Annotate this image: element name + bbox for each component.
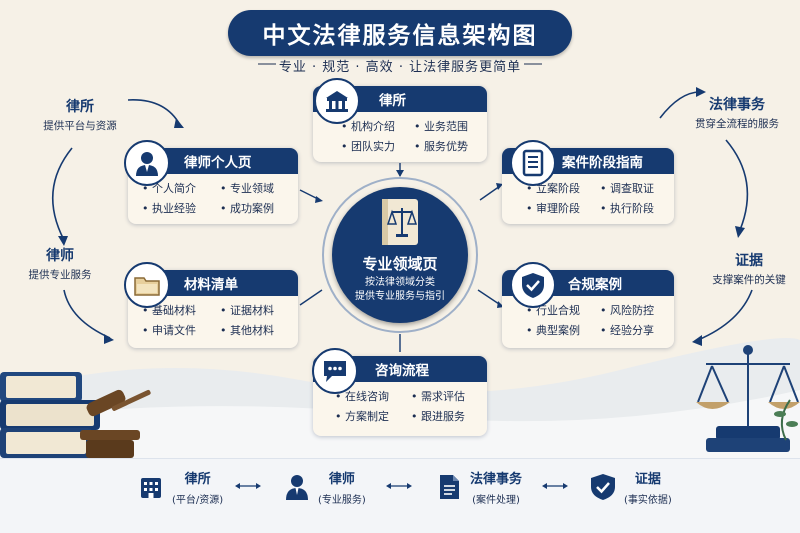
bottom-item-title: 证据 bbox=[634, 472, 661, 487]
card-lawyer-profile[interactable]: 律师个人页 个人简介 专业领域 执业经验 成功案例 bbox=[128, 148, 298, 224]
building-icon bbox=[141, 478, 161, 498]
lawyer-avatar-icon bbox=[124, 140, 170, 186]
list-item: 审理阶段 bbox=[526, 200, 600, 216]
bottom-item-title: 律所 bbox=[184, 472, 211, 487]
list-item: 个人简介 bbox=[142, 180, 220, 196]
document-icon bbox=[440, 475, 459, 499]
side-label-evidence: 证据 支撑案件的关键 bbox=[712, 253, 786, 286]
scales-book-icon bbox=[382, 199, 418, 245]
list-item: 风险防控 bbox=[600, 302, 674, 318]
list-item: 申请文件 bbox=[142, 322, 220, 338]
list-item: 机构介绍 bbox=[341, 118, 414, 134]
bottom-item-subtitle: (事实依据) bbox=[624, 495, 672, 506]
side-label-lawfirm: 律所 提供平台与资源 bbox=[43, 99, 117, 132]
shield-check-icon bbox=[591, 474, 615, 500]
bottom-item-subtitle: (专业服务) bbox=[318, 495, 366, 506]
list-item: 经验分享 bbox=[600, 322, 674, 338]
card-title: 咨询流程 bbox=[375, 363, 429, 379]
list-item: 行业合规 bbox=[526, 302, 600, 318]
chat-bubble-icon bbox=[312, 348, 358, 394]
center-subtitle: 按法律领域分类 提供专业服务与指引 bbox=[355, 277, 445, 302]
card-title: 案件阶段指南 bbox=[562, 155, 643, 171]
card-title: 合规案例 bbox=[568, 277, 622, 293]
list-item: 其他材料 bbox=[220, 322, 298, 338]
list-item: 方案制定 bbox=[335, 408, 411, 424]
bottom-item-lawfirm: 律所 (平台/资源) bbox=[136, 468, 223, 506]
side-label-lawyer: 律师 提供专业服务 bbox=[28, 248, 92, 281]
list-item: 典型案例 bbox=[526, 322, 600, 338]
bottom-item-evidence: 证据 (事实依据) bbox=[588, 468, 672, 506]
double-arrow-icon bbox=[542, 483, 568, 489]
bottom-item-subtitle: (平台/资源) bbox=[172, 495, 224, 506]
list-item: 需求评估 bbox=[411, 388, 487, 404]
list-item: 跟进服务 bbox=[411, 408, 487, 424]
shield-check-icon bbox=[510, 262, 556, 308]
card-title: 材料清单 bbox=[184, 277, 238, 293]
bottom-item-title: 法律事务 bbox=[470, 472, 523, 487]
list-item: 团队实力 bbox=[341, 138, 414, 154]
list-item: 专业领域 bbox=[220, 180, 298, 196]
bottom-item-title: 律师 bbox=[328, 472, 355, 487]
list-item: 基础材料 bbox=[142, 302, 220, 318]
center-title: 专业领域页 bbox=[362, 255, 438, 273]
list-item: 业务范围 bbox=[414, 118, 487, 134]
page-title: 中文法律服务信息架构图 bbox=[228, 10, 572, 56]
card-title: 律师个人页 bbox=[184, 155, 252, 171]
bottom-item-subtitle: (案件处理) bbox=[472, 495, 520, 506]
building-icon bbox=[314, 78, 360, 124]
list-item: 执行阶段 bbox=[600, 200, 674, 216]
list-item: 立案阶段 bbox=[526, 180, 600, 196]
list-item: 证据材料 bbox=[220, 302, 298, 318]
list-item: 执业经验 bbox=[142, 200, 220, 216]
double-arrow-icon bbox=[235, 483, 261, 489]
bottom-item-lawyer: 律师 (专业服务) bbox=[282, 468, 366, 506]
bottom-item-legal-affairs: 法律事务 (案件处理) bbox=[434, 468, 522, 506]
card-title: 律所 bbox=[379, 93, 406, 109]
list-item: 服务优势 bbox=[414, 138, 487, 154]
list-item: 调查取证 bbox=[600, 180, 674, 196]
folder-icon bbox=[124, 262, 170, 308]
double-arrow-icon bbox=[386, 483, 412, 489]
side-label-legal-affairs: 法律事务 贯穿全流程的服务 bbox=[695, 97, 779, 130]
document-list-icon bbox=[510, 140, 556, 186]
page-subtitle: 专业 · 规范 · 高效 · 让法律服务更简单 bbox=[278, 60, 522, 75]
list-item: 在线咨询 bbox=[335, 388, 411, 404]
bottom-legend-bar bbox=[0, 458, 800, 533]
list-item: 成功案例 bbox=[220, 200, 298, 216]
lawyer-icon bbox=[286, 475, 308, 500]
